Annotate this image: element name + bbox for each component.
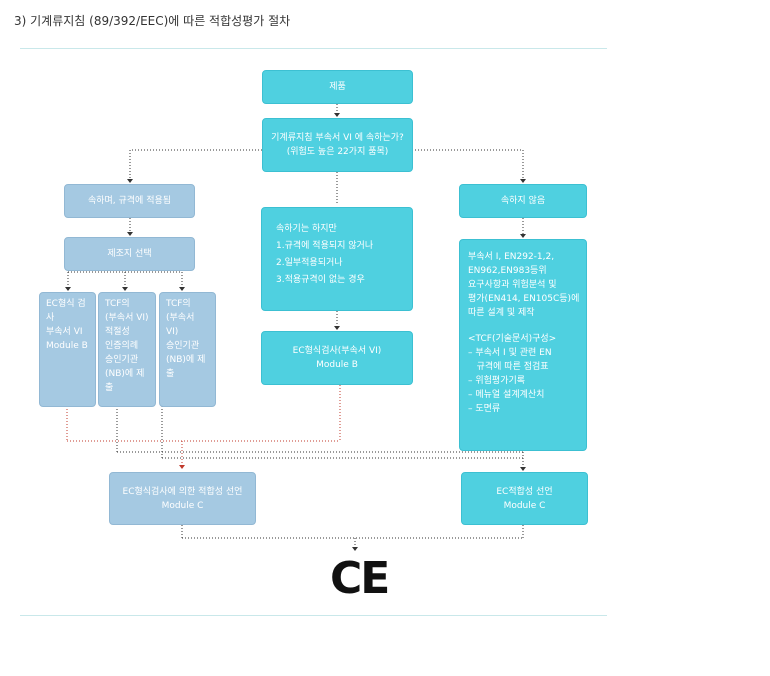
option-line: 적절성 <box>105 327 130 337</box>
question-line: 기계류지침 부속서 VI 에 속하는가? <box>271 133 404 143</box>
requirement-line: 규격에 따른 점검표 <box>468 362 549 372</box>
option-line: 부속서 VI <box>46 327 83 337</box>
not-applicable-box: 속하지 않음 <box>459 184 587 218</box>
option-line: 인증의례 <box>105 341 139 351</box>
type-exam-declaration-box: EC형식검사에 의한 적합성 선언 Module C <box>109 472 256 525</box>
requirement-line <box>468 320 580 332</box>
requirement-line: – 위험평가기록 <box>468 376 526 386</box>
question-line: (위험도 높은 22가지 품목) <box>286 147 389 157</box>
requirement-line: 부속서 I, EN292-1,2, <box>468 252 555 262</box>
option-line: TCF의 <box>166 299 191 309</box>
option-line: (NB)에 제출 <box>166 355 206 379</box>
declaration-line: Module C <box>161 500 204 511</box>
condition-line: 1.규격에 적용되지 않거나 <box>276 241 374 251</box>
declaration-line: EC적합성 선언 <box>496 486 553 497</box>
requirement-line: 요구사항과 위험분석 및 <box>468 280 557 290</box>
ce-mark-logo: CE <box>330 553 390 604</box>
top-divider <box>20 48 607 49</box>
requirement-line: EN962,EN983등위 <box>468 266 547 276</box>
applicable-box: 속하며, 규격에 적용됨 <box>64 184 195 218</box>
partial-application-box: 속하기는 하지만 1.규격에 적용되지 않거나 2.일부적용되거나 3.적용규격… <box>261 207 413 311</box>
requirement-line: 평가(EN414, EN105C등)에 <box>468 294 580 304</box>
ec-conformity-declaration-box: EC적합성 선언 Module C <box>461 472 588 525</box>
manufacturer-choice-box: 제조지 선택 <box>64 237 195 271</box>
exam-line: EC형식검사(부속서 VI) <box>292 346 382 356</box>
product-box: 제품 <box>262 70 413 104</box>
tcf-verification-box: TCF의 (부속서 VI) 적절성 인증의례 승인기관 (NB)에 제출 <box>98 292 156 407</box>
option-line: Module B <box>46 341 88 351</box>
requirement-line: – 도면류 <box>468 404 501 414</box>
annex-question-box: 기계류지침 부속서 VI 에 속하는가? (위험도 높은 22가지 품목) <box>262 118 413 172</box>
option-line: EC형식 검사 <box>46 299 86 323</box>
requirement-line: 따른 설계 및 제작 <box>468 308 535 318</box>
declaration-line: Module C <box>503 500 546 511</box>
product-label: 제품 <box>329 82 346 92</box>
condition-line: 속하기는 하지만 <box>276 224 337 234</box>
requirement-line: – 부속서 I 및 관련 EN <box>468 348 552 358</box>
condition-line: 2.일부적용되거나 <box>276 258 343 268</box>
bottom-divider <box>20 615 607 616</box>
option-line: (부속서 VI) <box>166 313 195 337</box>
requirement-line: <TCF(기술문서)구성> <box>468 334 557 344</box>
option-line: 승인기관 <box>166 341 200 351</box>
option-line: (부속서 VI) <box>105 313 149 323</box>
option-line: (NB)에 제출 <box>105 369 145 393</box>
exam-line: Module B <box>316 360 358 370</box>
option-line: TCF의 <box>105 299 130 309</box>
ec-type-exam-box: EC형식 검사 부속서 VI Module B <box>39 292 96 407</box>
tcf-submission-box: TCF의 (부속서 VI) 승인기관 (NB)에 제출 <box>159 292 216 407</box>
ec-type-exam-module-b-box: EC형식검사(부속서 VI) Module B <box>261 331 413 385</box>
not-applicable-label: 속하지 않음 <box>500 196 546 206</box>
declaration-line: EC형식검사에 의한 적합성 선언 <box>122 486 243 497</box>
requirements-tcf-box: 부속서 I, EN292-1,2, EN962,EN983등위 요구사항과 위험… <box>459 239 587 451</box>
page-heading: 3) 기계류지침 (89/392/EEC)에 따른 적합성평가 절차 <box>14 14 291 28</box>
requirement-line: – 메뉴얼 설계계산치 <box>468 390 545 400</box>
option-line: 승인기관 <box>105 355 139 365</box>
manufacturer-choice-label: 제조지 선택 <box>107 249 152 259</box>
applicable-label: 속하며, 규격에 적용됨 <box>87 196 172 206</box>
condition-line: 3.적용규격이 없는 경우 <box>276 275 365 285</box>
